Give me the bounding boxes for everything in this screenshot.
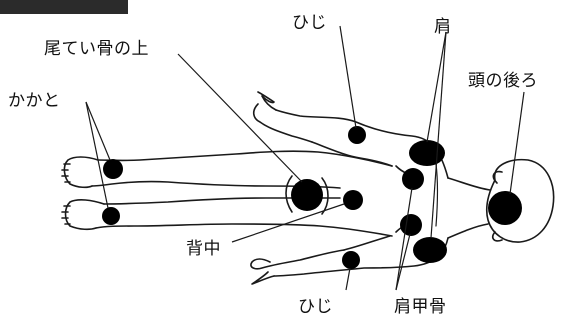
neck-outline-lower: [448, 224, 488, 238]
leg-lower-outer: [96, 224, 392, 236]
pressure-point-shoulder-upper: [409, 140, 445, 166]
pressure-points: [102, 126, 522, 269]
leader-head: [510, 92, 524, 194]
label-elbow-bottom: ひじ: [298, 292, 333, 317]
foot-lower: [66, 200, 105, 229]
pressure-point-scapula-upper: [402, 168, 424, 190]
leg-upper-outer: [98, 151, 392, 166]
pressure-point-scapula-lower: [400, 214, 422, 236]
leader-heel-lower: [86, 102, 108, 208]
pressure-point-heel-upper: [103, 159, 123, 179]
hand-lower: [251, 250, 344, 284]
label-tailbone: 尾てい骨の上: [44, 34, 149, 59]
leader-scapula-upper: [396, 188, 412, 290]
pressure-point-shoulder-lower: [413, 237, 447, 263]
label-back-of-head: 頭の後ろ: [468, 66, 538, 91]
leader-shoulder-upper: [427, 32, 446, 142]
label-scapula: 肩甲骨: [394, 292, 447, 317]
pressure-point-back: [343, 190, 363, 210]
leader-elbow-top: [340, 26, 356, 128]
label-heels: かかと: [8, 86, 61, 111]
arm-lower-inner: [344, 236, 390, 250]
pressure-point-heel-lower: [102, 207, 120, 225]
pressure-point-elbow-bottom: [342, 251, 360, 269]
pressure-point-tailbone: [291, 179, 323, 211]
pressure-point-elbow-top: [348, 126, 366, 144]
label-back: 背中: [186, 234, 221, 259]
leader-back: [232, 204, 344, 242]
neck-outline: [448, 178, 490, 190]
label-elbow-top: ひじ: [292, 8, 327, 33]
leader-heel-upper: [86, 102, 110, 160]
leader-lines: [86, 26, 524, 290]
leader-elbow-bottom: [346, 268, 350, 290]
leader-shoulder-lower: [431, 32, 446, 238]
pressure-point-back-of-head: [488, 191, 522, 225]
leader-tailbone: [178, 54, 302, 182]
label-shoulder: 肩: [434, 12, 452, 37]
